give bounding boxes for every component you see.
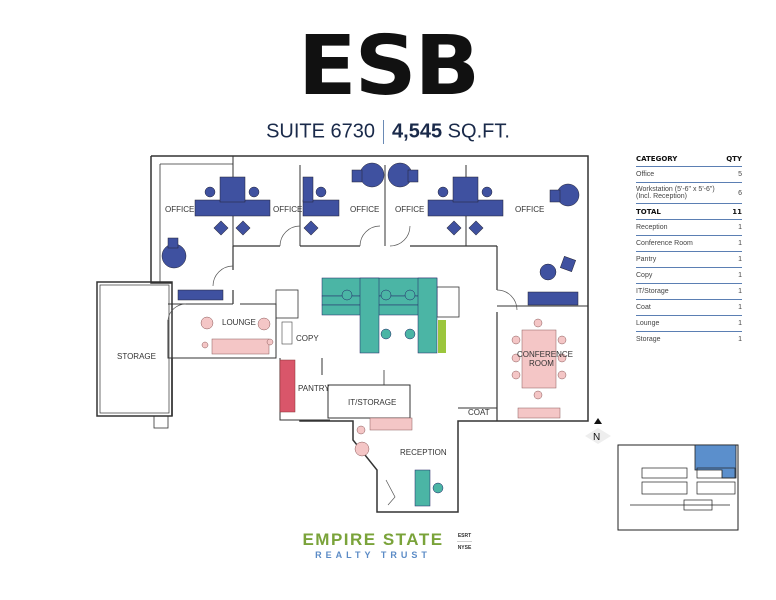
planter <box>438 320 446 353</box>
nyse-listing-badge: ESRT ——— NYSE <box>457 533 472 551</box>
qty-cell: 1 <box>726 219 742 236</box>
category-cell: Workstation (5'-6" x 5'-6") (Incl. Recep… <box>636 182 726 204</box>
room-label-coat: COAT <box>468 408 490 417</box>
brand-line-1: EMPIRE STATE <box>302 530 444 549</box>
compass: N <box>585 418 611 444</box>
room-label-lounge: LOUNGE <box>222 318 256 327</box>
room-label-conference: ROOM <box>529 359 554 368</box>
room-label-office: OFFICE <box>165 205 194 214</box>
empire-state-realty-trust-logo: EMPIRE STATE REALTY TRUST <box>298 530 448 560</box>
qty-cell: 1 <box>726 235 742 252</box>
qty-cell: 1 <box>726 331 742 347</box>
walls <box>96 155 589 513</box>
room-label-office: OFFICE <box>273 205 302 214</box>
office-furniture <box>161 162 580 306</box>
lounge-furniture <box>200 316 567 457</box>
room-label-copy: COPY <box>296 334 319 343</box>
copier <box>281 321 293 345</box>
brand-line-2: REALTY TRUST <box>315 550 431 560</box>
qty-cell: 5 <box>726 166 742 183</box>
exchange: NYSE <box>457 545 472 551</box>
door-swings <box>167 225 518 506</box>
area-unit: SQ.FT. <box>447 120 510 143</box>
room-label-office: OFFICE <box>395 205 424 214</box>
qty-cell: 6 <box>726 182 742 204</box>
category-cell: Copy <box>636 267 726 284</box>
column-header-qty: QTY <box>726 155 742 163</box>
room-label-reception: RECEPTION <box>400 448 447 457</box>
qty-cell: 1 <box>726 299 742 316</box>
room-label-it-storage: IT/STORAGE <box>348 398 396 407</box>
qty-cell: 1 <box>726 283 742 300</box>
room-label-conference: CONFERENCE <box>517 350 573 359</box>
suite-heading: SUITE 6730 4,545 SQ.FT. <box>0 120 776 144</box>
area-value: 4,545 <box>392 120 443 143</box>
category-cell: Storage <box>636 331 726 347</box>
room-label-pantry: PANTRY <box>298 384 330 393</box>
pantry-counter <box>279 359 296 413</box>
divider <box>383 120 385 144</box>
qty-cell: 11 <box>726 203 742 220</box>
category-cell: TOTAL <box>636 203 726 220</box>
qty-cell: 1 <box>726 251 742 268</box>
qty-cell: 1 <box>726 267 742 284</box>
room-label-office: OFFICE <box>350 205 379 214</box>
suite-number: SUITE 6730 <box>266 120 376 143</box>
category-cell: Lounge <box>636 315 726 332</box>
room-label-storage: STORAGE <box>117 352 156 361</box>
category-cell: Coat <box>636 299 726 316</box>
north-arrow-icon <box>594 418 602 424</box>
key-plan <box>617 444 739 531</box>
category-cell: Conference Room <box>636 235 726 252</box>
column-header-category: CATEGORY <box>636 155 678 163</box>
ticker: ESRT <box>457 533 472 539</box>
compass-label: N <box>593 432 600 443</box>
category-cell: IT/Storage <box>636 283 726 300</box>
room-label-office: OFFICE <box>515 205 544 214</box>
category-cell: Office <box>636 166 726 183</box>
category-cell: Pantry <box>636 251 726 268</box>
qty-cell: 1 <box>726 315 742 332</box>
esb-logo: ESB <box>297 19 480 114</box>
workstations <box>321 277 444 507</box>
category-cell: Reception <box>636 219 726 236</box>
table-row: Workstation (5'-6" x 5'-6") (Incl. Recep… <box>636 182 742 204</box>
